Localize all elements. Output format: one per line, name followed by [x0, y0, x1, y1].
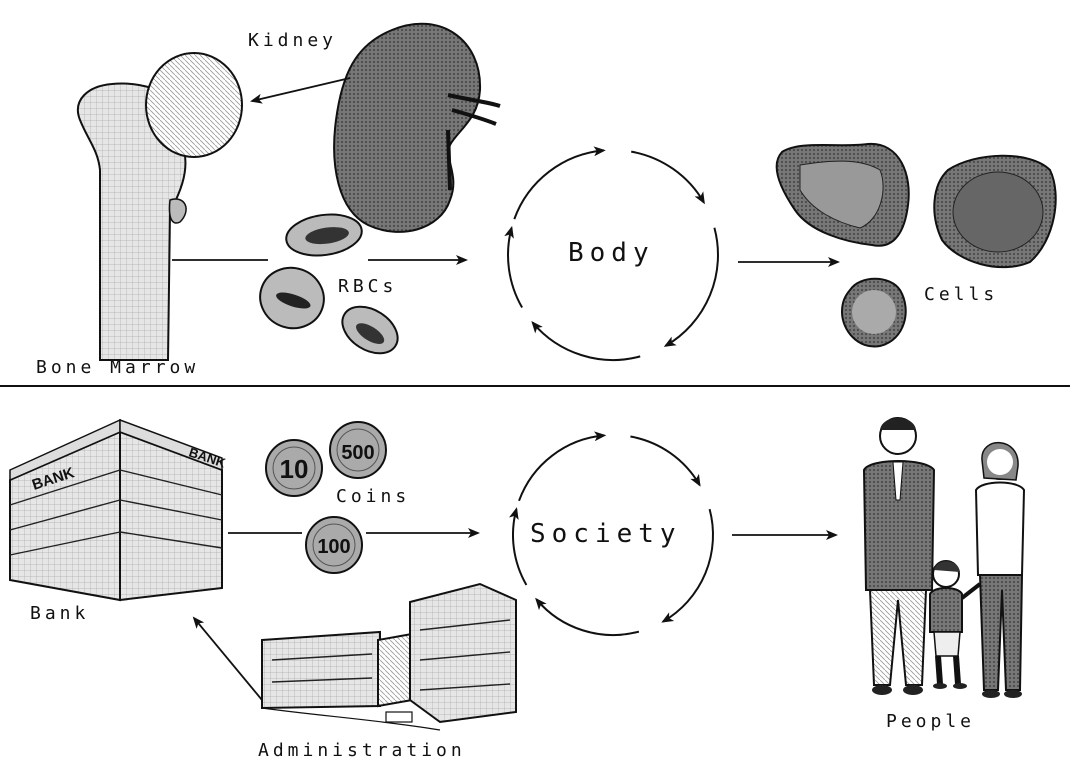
cycle-arc-4 [533, 323, 641, 360]
label-bone-marrow: Bone Marrow [36, 357, 199, 378]
cycle-arc-5 [508, 228, 522, 308]
cycle-arc-5 [513, 509, 526, 585]
label-people: People [886, 711, 975, 732]
label-bank: Bank [30, 603, 89, 624]
coin-100: 100 [317, 536, 350, 558]
cycle-arc-1 [514, 150, 604, 219]
arrow-kidney-to-bone [252, 78, 350, 101]
coin-10: 10 [280, 454, 309, 484]
label-body: Body [568, 238, 655, 268]
cycle-arc-1 [519, 435, 604, 500]
label-kidney: Kidney [248, 30, 337, 51]
label-society: Society [530, 519, 682, 549]
label-administration: Administration [258, 740, 466, 761]
label-cells: Cells [924, 284, 998, 305]
cycle-arc-3 [666, 228, 718, 346]
femur-illustration [78, 53, 242, 360]
administration-building-illustration [262, 584, 516, 730]
coin-500: 500 [341, 442, 374, 464]
cycle-arc-2 [631, 152, 704, 203]
arrow-administration-to-bank [194, 618, 262, 700]
cell-illustrations [777, 144, 1056, 347]
kidney-illustration [334, 24, 500, 232]
label-coins: Coins [336, 486, 410, 507]
people-illustration [864, 418, 1024, 698]
label-rbcs: RBCs [338, 276, 397, 297]
cycle-arc-4 [536, 599, 639, 635]
cycle-arc-2 [630, 437, 699, 486]
bank-building-illustration: BANK BANK [10, 420, 228, 600]
